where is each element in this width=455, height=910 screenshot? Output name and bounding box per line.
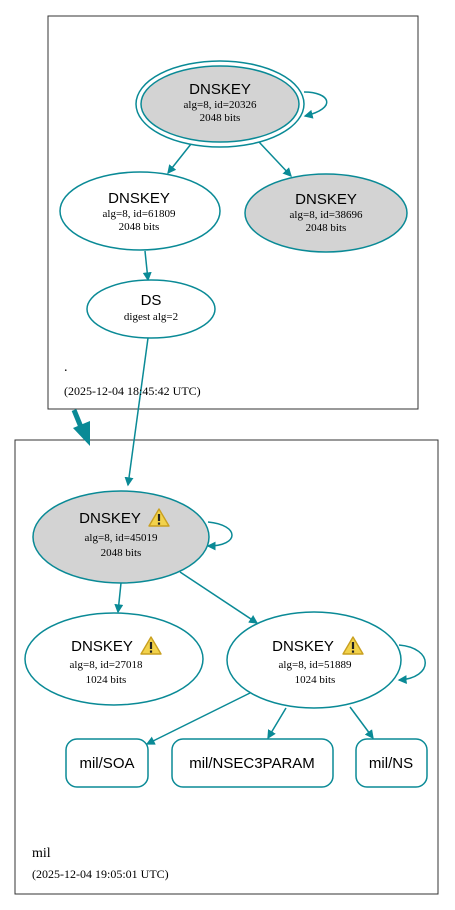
node-bits: 2048 bits [306,222,347,234]
edge-k45019-self [206,521,233,551]
node-bits: 1024 bits [295,674,336,686]
node-detail: alg=8, id=38696 [290,209,363,221]
edge-k51889-nsec3param [267,707,287,740]
node-detail: alg=8, id=61809 [103,208,176,220]
rrset-label: mil/SOA [79,755,134,772]
node-rr-ns: mil/NS [355,738,428,788]
root-zone-name: . [64,360,68,375]
node-bits: 2048 bits [119,221,160,233]
root-zone-timestamp: (2025-12-04 18:45:42 UTC) [64,384,201,398]
node-title: DNSKEY [295,191,357,208]
node-bits: 2048 bits [101,547,142,559]
node-detail: alg=8, id=27018 [70,659,143,671]
edge-k20326-self [303,91,328,119]
node-bits: 1024 bits [86,674,127,686]
edge-k51889-soa [145,692,251,745]
node-k20326: DNSKEY alg=8, id=20326 2048 bits [135,60,305,148]
node-detail: alg=8, id=20326 [184,99,257,111]
node-k61809: DNSKEY alg=8, id=61809 2048 bits [59,171,221,251]
node-detail: alg=8, id=45019 [85,532,158,544]
rrset-label: mil/NS [369,755,413,772]
node-ds: DS digest alg=2 [86,279,216,339]
edges [114,91,426,745]
node-title: DNSKEY [108,190,170,207]
node-detail: alg=8, id=51889 [279,659,352,671]
mil-zone-timestamp: (2025-12-04 19:05:01 UTC) [32,867,169,881]
mil-zone-name: mil [32,846,51,861]
node-detail: digest alg=2 [124,311,178,323]
edge-k51889-ns [349,706,374,740]
edge-k45019-k51889 [179,571,259,624]
edge-k20326-k38696 [258,141,292,177]
edge-k51889-self [397,644,426,685]
node-title: DNSKEY [189,81,251,98]
node-k45019: DNSKEY alg=8, id=45019 2048 bits [32,490,210,584]
mil-zone-box [14,439,439,895]
node-title: DNSKEY [272,638,334,655]
node-rr-soa: mil/SOA [65,738,149,788]
rrset-label: mil/NSEC3PARAM [189,755,315,772]
node-k51889: DNSKEY alg=8, id=51889 1024 bits [226,611,402,709]
root-zone-box [47,15,419,410]
node-title: DNSKEY [71,638,133,655]
node-k38696: DNSKEY alg=8, id=38696 2048 bits [244,173,408,253]
node-bits: 2048 bits [200,112,241,124]
edge-k45019-k27018 [114,582,124,614]
edge-ds-k45019 [124,337,149,487]
node-title: DNSKEY [79,510,141,527]
node-k27018: DNSKEY alg=8, id=27018 1024 bits [24,612,204,706]
edge-k20326-k61809 [167,143,192,175]
node-title: DS [141,292,162,309]
edge-k61809-ds [142,250,152,282]
node-rr-nsec3param: mil/NSEC3PARAM [171,738,334,788]
delegation-arrow [71,409,90,446]
